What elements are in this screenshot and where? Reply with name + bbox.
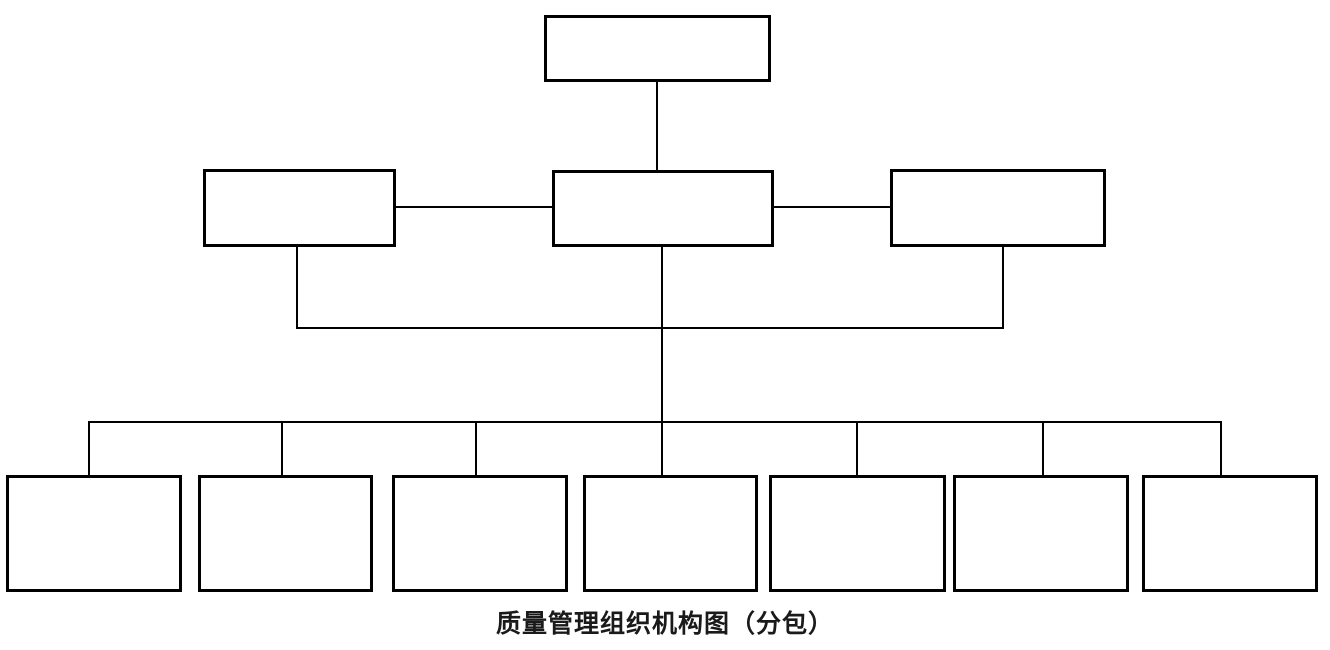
connector-upper-bus [296, 327, 1004, 329]
connector-top-to-center [656, 81, 658, 170]
connector-center-trunk [661, 247, 663, 475]
org-box-level2-center [552, 170, 774, 247]
connector-drop-6 [1042, 421, 1044, 475]
org-box-level2-left [203, 169, 396, 247]
org-box-bottom-7 [1142, 475, 1318, 592]
org-box-bottom-4 [583, 475, 758, 592]
connector-drop-1 [88, 421, 90, 475]
org-box-top [544, 15, 771, 82]
org-box-level2-right [890, 169, 1106, 247]
diagram-caption: 质量管理组织机构图（分包） [495, 609, 834, 638]
connector-drop-5 [856, 421, 858, 475]
org-box-bottom-2 [198, 475, 373, 592]
connector-lower-bus [88, 421, 1222, 423]
connector-right-drop [1002, 246, 1004, 329]
connector-left-to-center [396, 206, 552, 208]
org-box-bottom-3 [392, 475, 568, 592]
connector-center-to-right [774, 206, 890, 208]
connector-drop-7 [1220, 421, 1222, 475]
org-box-bottom-6 [953, 475, 1129, 592]
connector-drop-3 [475, 421, 477, 475]
org-box-bottom-5 [769, 475, 946, 592]
connector-drop-2 [281, 421, 283, 475]
org-box-bottom-1 [6, 475, 182, 592]
connector-left-drop [296, 246, 298, 329]
